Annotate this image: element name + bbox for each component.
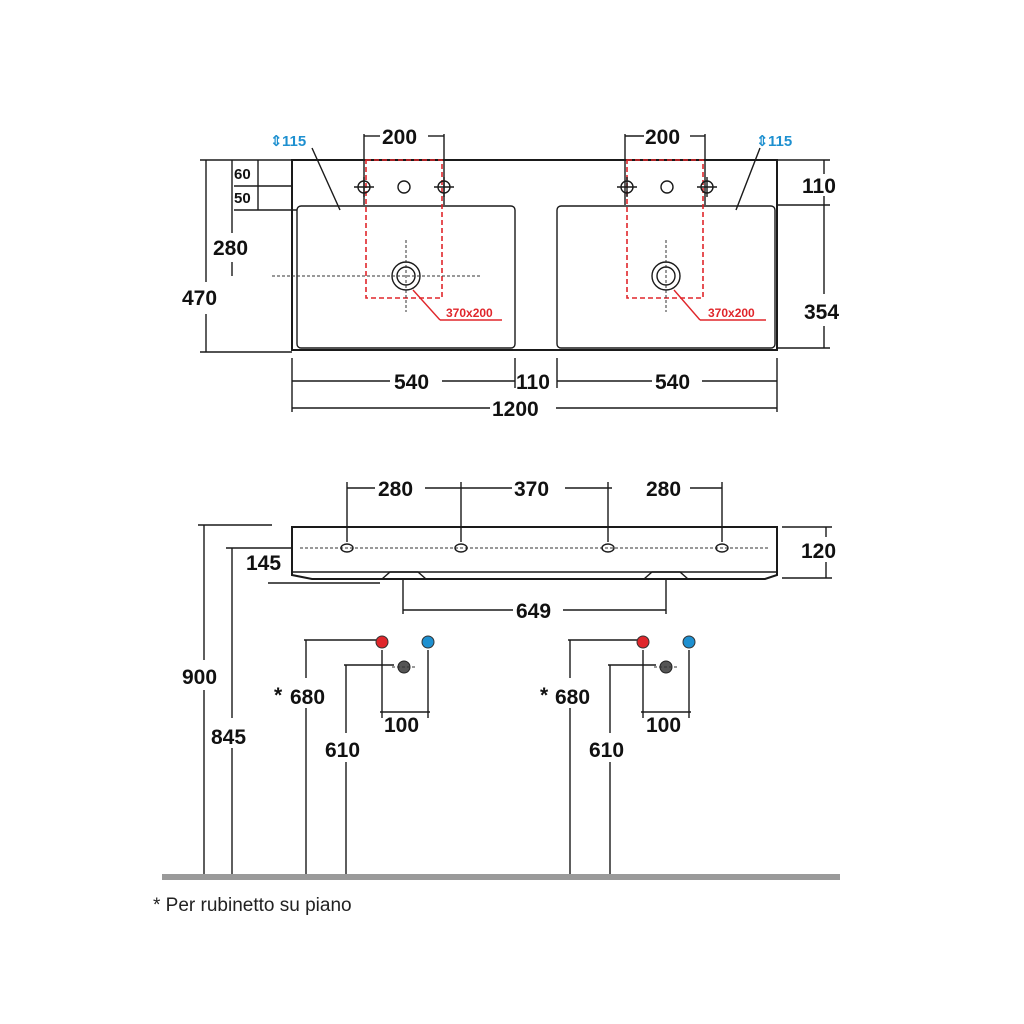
tap-spacing-left: 200 — [382, 126, 417, 149]
slab-thickness: 120 — [801, 540, 836, 563]
cold-water-icon — [421, 635, 435, 649]
drain-right — [651, 240, 681, 312]
supplies-right: * 680 610 100 — [540, 635, 696, 875]
bracket-hole-1 — [340, 543, 354, 553]
basin-right — [556, 205, 776, 349]
rim-height-left: 115 — [282, 133, 306, 150]
cutout-left — [365, 159, 443, 299]
total-width: 1200 — [492, 398, 539, 421]
washbasin-outline — [291, 159, 778, 351]
rim-arrow-right-icon: ⇕ — [756, 133, 769, 150]
hole-offset-2: 50 — [234, 190, 251, 207]
bracket-spacing-1: 280 — [378, 478, 413, 501]
bracket-hole-3 — [601, 543, 615, 553]
drain-depth: 280 — [213, 237, 248, 260]
tap-spacing-right: 200 — [645, 126, 680, 149]
drain-spacing: 649 — [516, 600, 551, 623]
hole-offset-1: 60 — [234, 166, 251, 183]
tap-holes-right — [617, 177, 717, 197]
left-drain-height: 610 — [325, 739, 360, 762]
hot-water-icon — [375, 635, 389, 649]
front-depth: 354 — [804, 301, 839, 324]
cold-water-icon — [682, 635, 696, 649]
top-view: 370x200 370x200 — [182, 126, 839, 421]
bracket-spacing-2: 370 — [514, 478, 549, 501]
basin-left — [296, 205, 516, 349]
asterisk-right: * — [540, 684, 549, 707]
rim-arrow-left-icon: ⇕ — [270, 133, 283, 150]
cutout-label-right: 370x200 — [708, 306, 755, 320]
basin-gap: 110 — [516, 371, 550, 394]
right-supply-height: 680 — [555, 686, 590, 709]
drop-height: 145 — [246, 552, 281, 575]
cutout-label-left: 370x200 — [446, 306, 493, 320]
washbasin-side-profile — [291, 526, 778, 580]
drain-left — [272, 240, 480, 312]
hot-water-icon — [636, 635, 650, 649]
tap-holes-left — [354, 177, 454, 197]
rear-depth: 110 — [802, 175, 836, 198]
right-supply-spacing: 100 — [646, 714, 681, 737]
bracket-hole-4 — [715, 543, 729, 553]
footnote: * Per rubinetto su piano — [153, 895, 352, 916]
bracket-spacing-3: 280 — [646, 478, 681, 501]
rim-height-right: 115 — [768, 133, 792, 150]
right-drain-height: 610 — [589, 739, 624, 762]
side-view: 280 370 280 120 145 649 900 845 * — [162, 478, 840, 880]
bracket-hole-2 — [454, 543, 468, 553]
left-supply-spacing: 100 — [384, 714, 419, 737]
left-supply-height: 680 — [290, 686, 325, 709]
basin-width-right: 540 — [655, 371, 690, 394]
height-total: 900 — [182, 666, 217, 689]
cutout-right — [626, 159, 704, 299]
total-depth: 470 — [182, 287, 217, 310]
supplies-left: * 680 610 100 — [274, 635, 435, 875]
floor-line — [162, 874, 840, 880]
asterisk-left: * — [274, 684, 283, 707]
basin-width-left: 540 — [394, 371, 429, 394]
height-top: 845 — [211, 726, 246, 749]
